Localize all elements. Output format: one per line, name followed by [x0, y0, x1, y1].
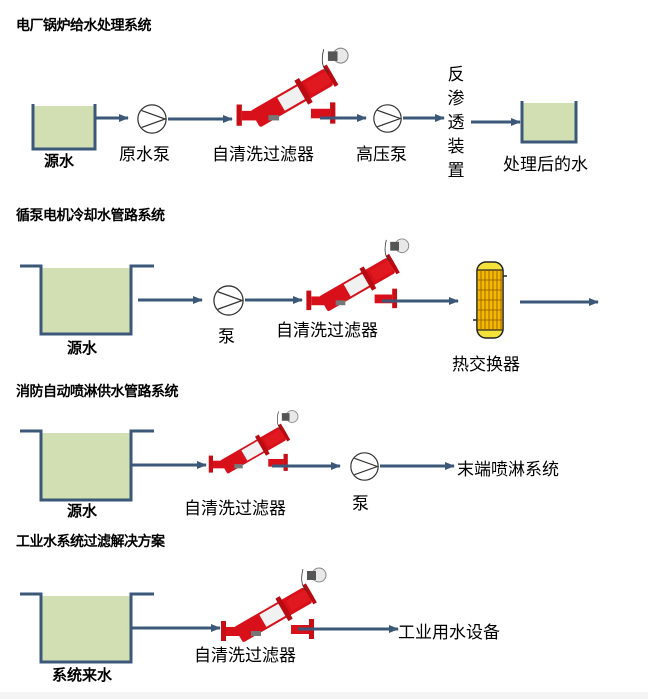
- high-pressure-pump-label: 高压泵: [356, 145, 407, 165]
- section-1-title: 电厂锅炉给水处理系统: [16, 18, 152, 34]
- self-cleaning-filter-icon: [220, 567, 327, 645]
- industrial-water-equipment-label: 工业用水设备: [398, 623, 500, 643]
- heat-exchanger-icon: [473, 261, 507, 339]
- section-2-diagram: [20, 238, 599, 339]
- self-cleaning-filter-label: 自清洗过滤器: [276, 321, 378, 341]
- section-2-title: 循泵电机冷却水管路系统: [16, 208, 165, 224]
- self-cleaning-filter-label: 自清洗过滤器: [212, 145, 314, 165]
- source-water-label: 源水: [67, 502, 98, 520]
- tank-icon: [20, 429, 154, 502]
- tank-icon: [31, 104, 97, 151]
- end-sprinkler-system-label: 末端喷淋系统: [457, 460, 559, 480]
- tank-icon: [20, 592, 154, 664]
- ro-char: 装: [447, 137, 465, 157]
- ro-char: 反: [447, 65, 465, 85]
- ro-char: 置: [447, 161, 465, 181]
- pump-label: 泵: [218, 327, 235, 347]
- system-inlet-water-label: 系统来水: [52, 666, 113, 684]
- ro-char: 渗: [447, 89, 465, 109]
- section-3-title: 消防自动喷淋供水管路系统: [16, 384, 179, 400]
- ro-device-label: 反 渗 透 装 置: [446, 63, 466, 183]
- self-cleaning-filter-label: 自清洗过滤器: [184, 499, 286, 519]
- source-water-label: 源水: [67, 339, 98, 357]
- section-1-diagram: [31, 47, 578, 151]
- pump-label: 泵: [352, 494, 369, 514]
- treated-water-label: 处理后的水: [503, 155, 588, 175]
- section-3-diagram: [20, 410, 455, 502]
- heat-exchanger-label: 热交换器: [452, 355, 520, 375]
- source-water-label: 源水: [44, 152, 75, 170]
- section-4-title: 工业水系统过滤解决方案: [16, 534, 165, 550]
- self-cleaning-filter-label: 自清洗过滤器: [194, 646, 296, 666]
- tank-icon: [20, 264, 154, 336]
- ro-char: 透: [447, 113, 465, 133]
- tank-icon: [520, 101, 578, 144]
- raw-water-pump-label: 原水泵: [119, 145, 170, 165]
- bottom-border: [0, 692, 648, 699]
